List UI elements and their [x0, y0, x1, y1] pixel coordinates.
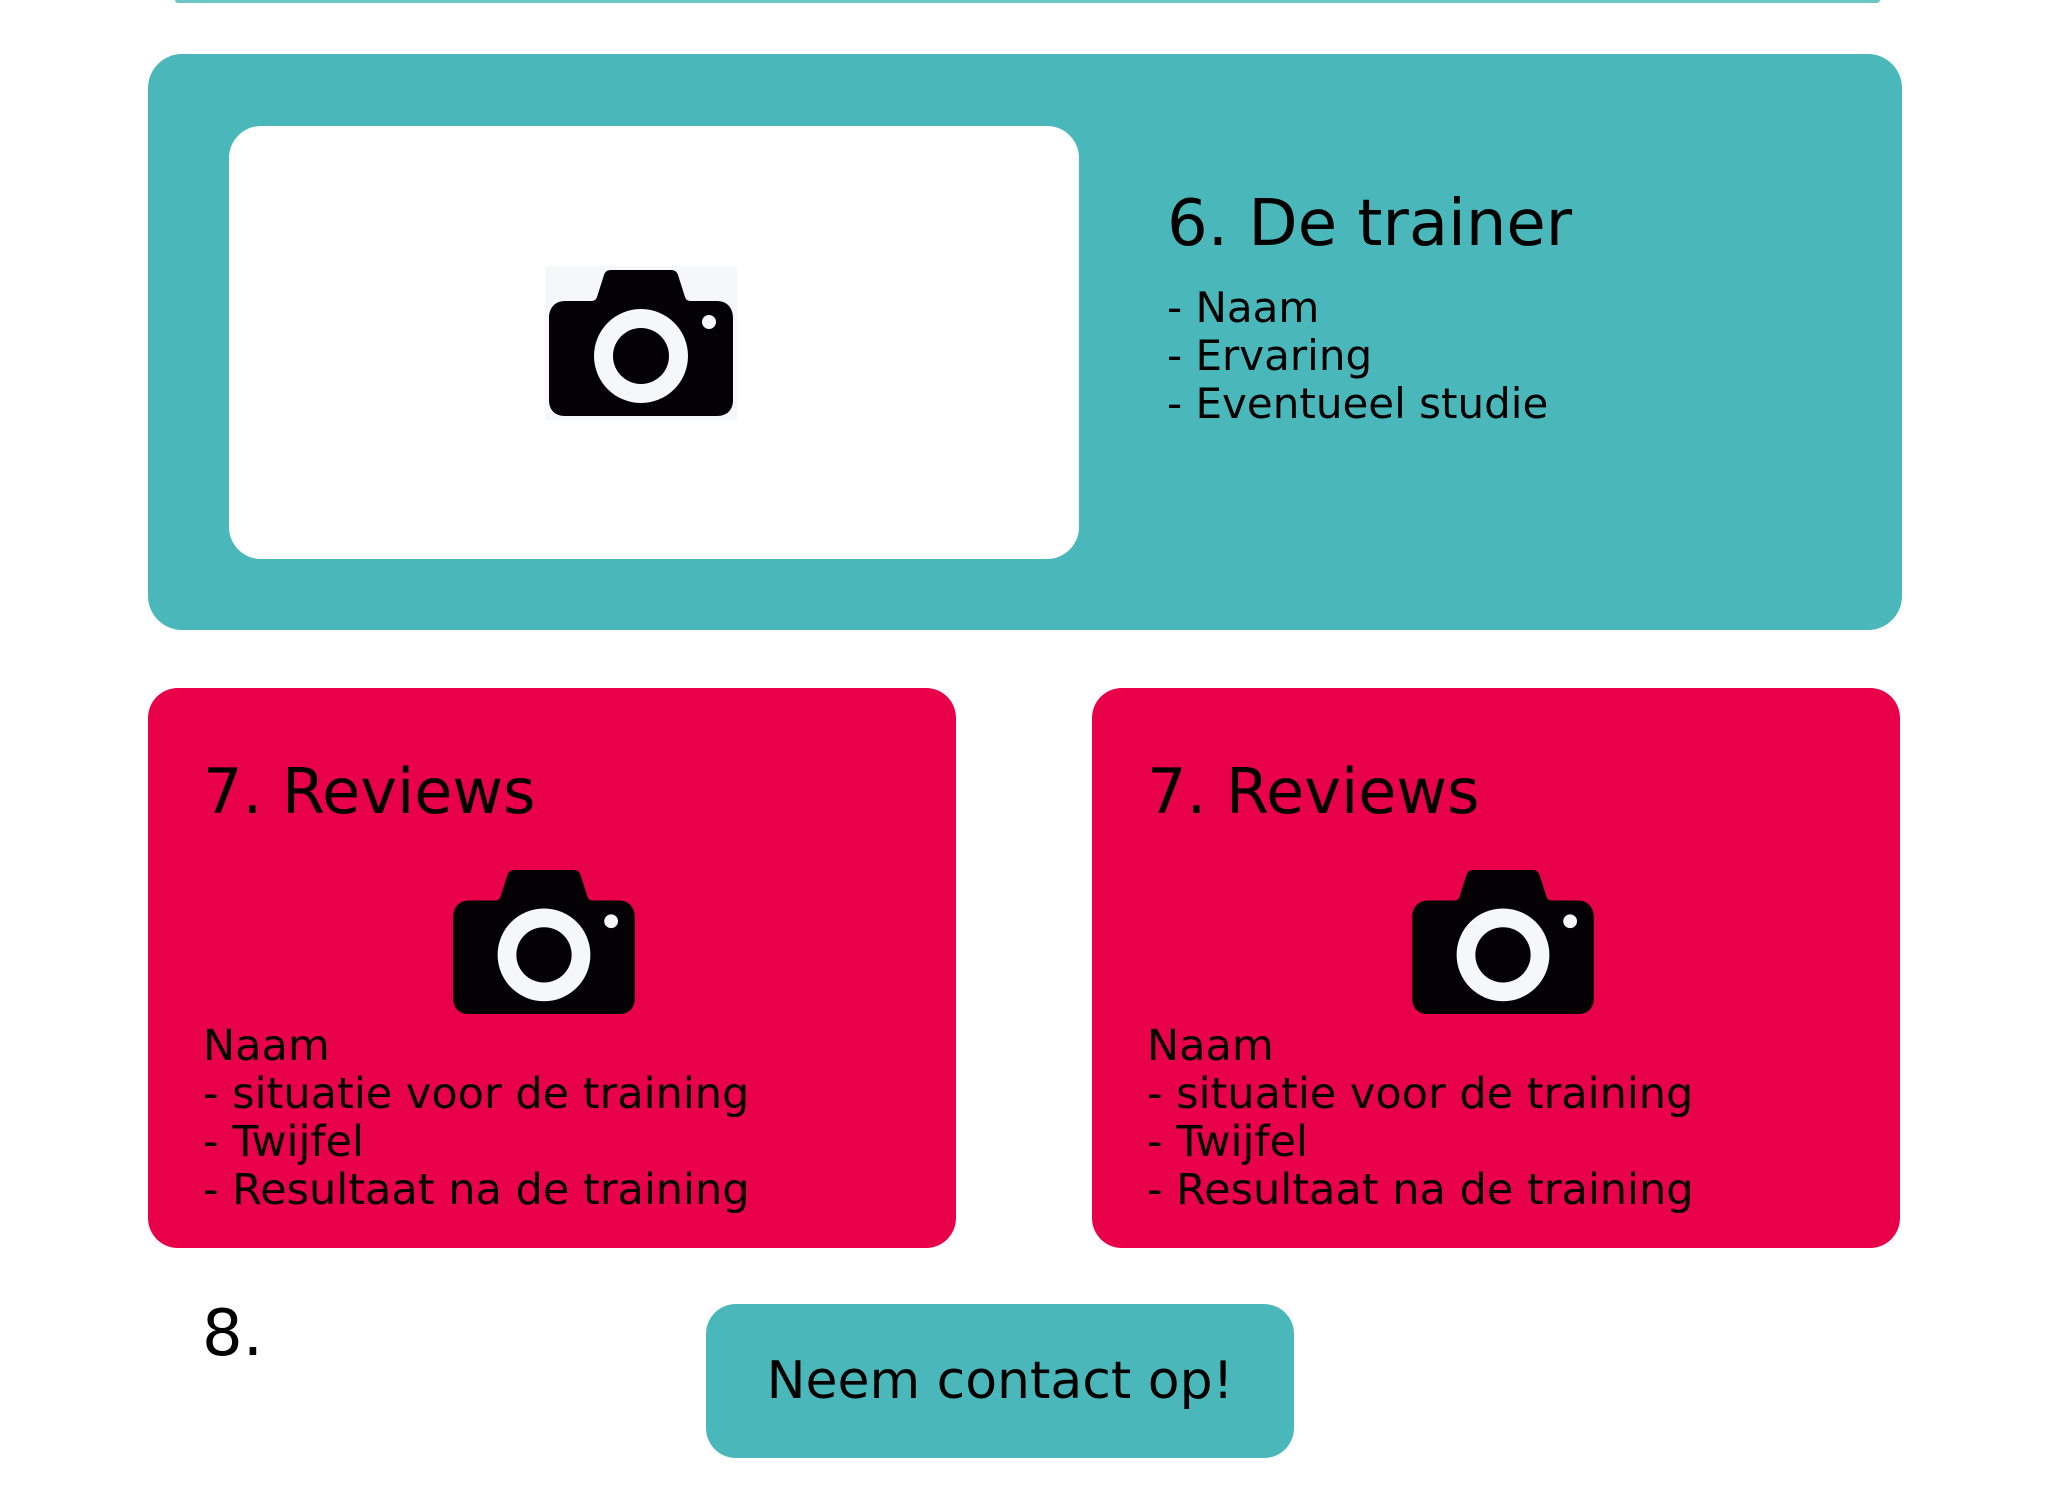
review-title: 7. Reviews — [203, 755, 536, 828]
camera-icon — [545, 266, 737, 420]
review-doubt: - Twijfel — [1147, 1117, 1308, 1167]
review-card-1: 7. Reviews Naam - situatie voor de train… — [148, 688, 956, 1248]
previous-section-edge — [175, 0, 1880, 3]
review-doubt: - Twijfel — [203, 1117, 364, 1167]
review-situation: - situatie voor de training — [203, 1069, 750, 1119]
review-lines: Naam - situatie voor de training - Twijf… — [203, 1022, 750, 1214]
camera-icon — [1412, 869, 1594, 1015]
trainer-item-experience: - Ervaring — [1167, 331, 1373, 380]
trainer-item-name: - Naam — [1167, 283, 1320, 332]
review-title: 7. Reviews — [1147, 755, 1480, 828]
trainer-section: 6. De trainer - Naam - Ervaring - Eventu… — [148, 54, 1902, 630]
section-number-8: 8. — [202, 1297, 264, 1371]
camera-icon — [453, 869, 635, 1015]
trainer-title: 6. De trainer — [1167, 187, 1573, 261]
review-lines: Naam - situatie voor de training - Twijf… — [1147, 1022, 1694, 1214]
trainer-item-study: - Eventueel studie — [1167, 379, 1549, 428]
contact-button[interactable]: Neem contact op! — [706, 1304, 1294, 1458]
review-situation: - situatie voor de training — [1147, 1069, 1694, 1119]
review-result: - Resultaat na de training — [203, 1165, 750, 1215]
trainer-photo-placeholder — [229, 126, 1079, 559]
review-name: Naam — [1147, 1021, 1274, 1071]
review-result: - Resultaat na de training — [1147, 1165, 1694, 1215]
review-name: Naam — [203, 1021, 330, 1071]
trainer-text: 6. De trainer - Naam - Ervaring - Eventu… — [1167, 184, 1572, 428]
review-card-2: 7. Reviews Naam - situatie voor de train… — [1092, 688, 1900, 1248]
